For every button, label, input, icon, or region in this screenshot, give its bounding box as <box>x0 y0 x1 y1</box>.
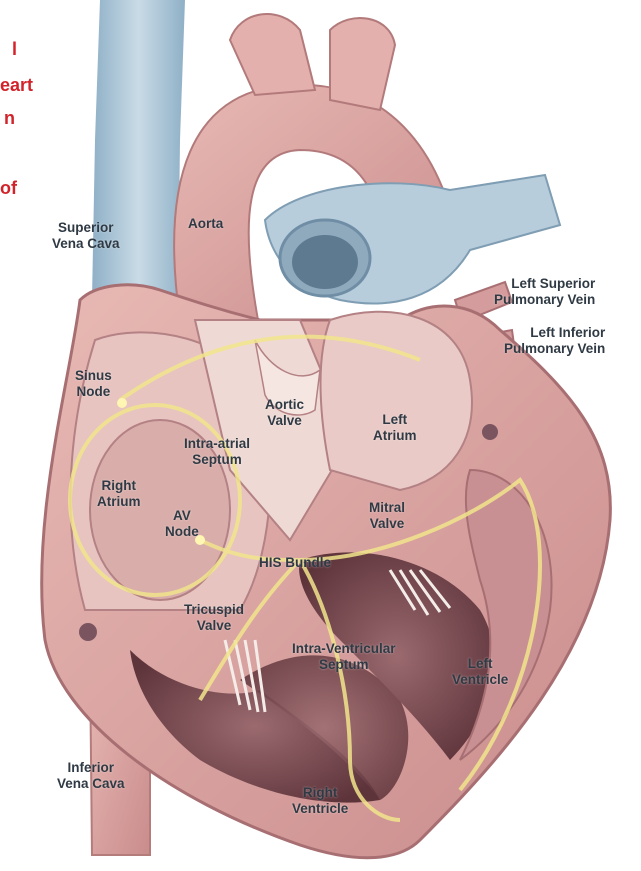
label-mitral-valve: Mitral Valve <box>369 500 405 532</box>
label-intra-atrial-septum: Intra-atrial Septum <box>184 436 250 468</box>
label-right-ventricle: Right Ventricle <box>292 785 348 817</box>
label-aortic-valve: Aortic Valve <box>265 397 304 429</box>
label-tricuspid-valve: Tricuspid Valve <box>184 602 244 634</box>
label-sinus-node: Sinus Node <box>75 368 112 400</box>
label-intra-ventricular-septum: Intra-Ventricular Septum <box>292 641 396 673</box>
label-superior-vena-cava: Superior Vena Cava <box>52 220 120 252</box>
label-left-atrium: Left Atrium <box>373 412 417 444</box>
label-left-ventricle: Left Ventricle <box>452 656 508 688</box>
label-av-node: AV Node <box>165 508 199 540</box>
label-aorta: Aorta <box>188 216 223 232</box>
superior-vena-cava-shape <box>92 0 185 300</box>
label-right-atrium: Right Atrium <box>97 478 141 510</box>
label-left-superior-pulmonary-vein: Left Superior Pulmonary Vein <box>494 276 595 308</box>
label-his-bundle: HIS Bundle <box>259 555 331 571</box>
label-left-inferior-pulmonary-vein: Left Inferior Pulmonary Vein <box>504 325 605 357</box>
label-inferior-vena-cava: Inferior Vena Cava <box>57 760 125 792</box>
